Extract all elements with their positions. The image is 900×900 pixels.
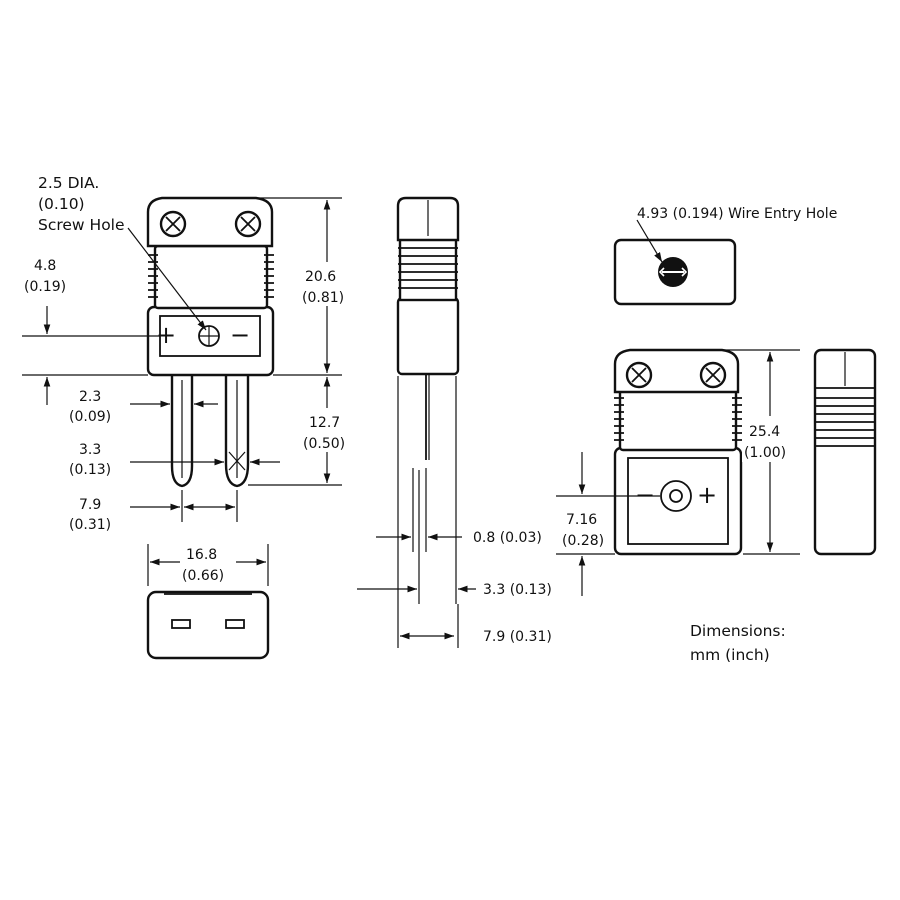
male-plug-ribs [148,254,274,298]
female-jack-front-view: − + [613,348,743,556]
svg-text:(0.13): (0.13) [69,462,111,478]
dimension-4-8: 4.8 (0.19) [22,258,160,405]
dimension-3-3: 3.3 (0.13) [69,442,280,478]
wire-entry-leader [636,219,663,263]
svg-text:7.9: 7.9 [79,497,101,513]
svg-text:20.6: 20.6 [305,269,336,285]
svg-text:12.7: 12.7 [309,415,340,431]
svg-text:7.16: 7.16 [566,512,597,528]
polarity-minus: − [635,481,655,509]
svg-text:16.8: 16.8 [186,547,217,563]
male-pin-plus [170,370,194,488]
male-plug-ribbed-body [153,244,269,310]
screw-hole-leader [127,227,207,331]
svg-text:(1.00): (1.00) [744,445,786,461]
svg-text:4.8: 4.8 [34,258,56,274]
dimension-2-3: 2.3 (0.09) [69,389,218,425]
units-note-line1: Dimensions: [690,622,786,640]
dimension-side-width: 7.9 (0.31) [397,376,552,648]
screw-icon [234,210,262,238]
screw-icon [699,361,727,389]
polarity-plus: + [697,481,717,509]
male-pin-minus [224,370,250,488]
svg-text:3.3: 3.3 [79,442,101,458]
screw-icon [159,210,187,238]
screw-hole-icon [198,325,220,347]
units-note-line2: mm (inch) [690,646,770,664]
dimension-16-8: 16.8 (0.66) [147,542,269,586]
dimension-12-7: 12.7 (0.50) [248,377,354,486]
polarity-plus: + [156,321,176,349]
male-plug-side-view [396,196,460,460]
svg-text:(0.09): (0.09) [69,409,111,425]
male-plug-bottom-view [146,590,270,660]
svg-text:25.4: 25.4 [749,424,780,440]
dimension-side-pin-width: 0.8 (0.03) [376,468,542,552]
svg-text:7.9 (0.31): 7.9 (0.31) [483,629,552,645]
dimension-side-pin-spacing: 3.3 (0.13) [357,376,552,604]
dimension-7-9: 7.9 (0.31) [69,490,238,533]
svg-text:(0.28): (0.28) [562,533,604,549]
female-jack-rear-view [613,238,737,306]
dimension-7-16: 7.16 (0.28) [556,452,660,596]
dimension-20-6: 20.6 (0.81) [256,197,354,376]
svg-text:2.3: 2.3 [79,389,101,405]
svg-text:(0.81): (0.81) [302,290,344,306]
female-jack-side-view [813,348,877,556]
male-plug-front-view: + − [146,196,275,488]
polarity-minus: − [230,321,250,349]
svg-text:(0.19): (0.19) [24,279,66,295]
screw-hole-dia-label: 2.5 DIA. [38,174,99,192]
screw-hole-dia-inch-label: (0.10) [38,195,85,213]
svg-text:0.8 (0.03): 0.8 (0.03) [473,530,542,546]
wire-entry-label: 4.93 (0.194) Wire Entry Hole [637,206,837,222]
dimension-25-4: 25.4 (1.00) [720,349,800,555]
svg-text:(0.31): (0.31) [69,517,111,533]
svg-text:3.3 (0.13): 3.3 (0.13) [483,582,552,598]
svg-text:(0.50): (0.50) [303,436,345,452]
screw-icon [625,361,653,389]
svg-text:(0.66): (0.66) [182,568,224,584]
screw-hole-title-label: Screw Hole [38,216,125,234]
socket-hole-icon [660,480,692,512]
